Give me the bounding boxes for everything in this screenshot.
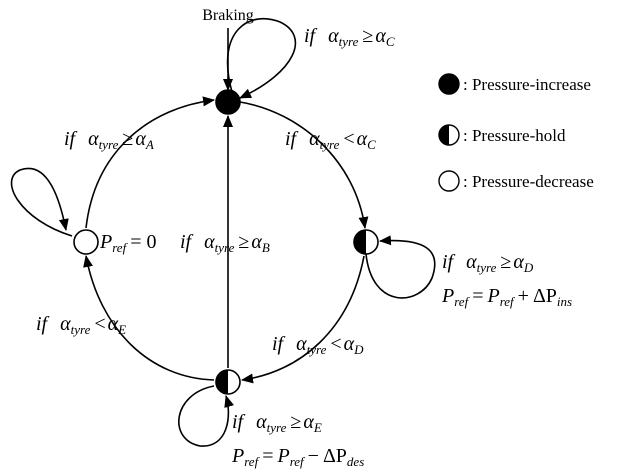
edge-bottom-to-decrease — [83, 255, 215, 381]
legend: : Pressure-increase : Pressure-hold : Pr… — [438, 73, 594, 192]
legend-empty-circle-icon — [438, 170, 460, 192]
node-decrease — [73, 229, 99, 255]
edge-hold-to-bottom — [241, 255, 365, 384]
condition-lt-C: if αtyre<αC — [285, 128, 376, 152]
condition-lt-E: if αtyre<αE — [36, 313, 126, 337]
legend-filled-circle-icon — [438, 73, 460, 95]
condition-ge-B: if αtyre≥αB — [180, 231, 270, 255]
braking-label: Braking — [202, 7, 254, 24]
legend-label-decrease: : Pressure-decrease — [463, 172, 594, 191]
condition-ge-C: if αtyre≥αC — [304, 25, 395, 49]
self-loop-decrease — [10, 167, 73, 237]
hold-increment-equation: Pref=Pref+ΔPins — [441, 285, 572, 309]
decrease-equation: Pref= 0 — [99, 231, 156, 255]
node-hold-right — [353, 229, 379, 255]
legend-item-pressure-increase: : Pressure-increase — [438, 73, 591, 95]
legend-label-increase: : Pressure-increase — [463, 75, 591, 94]
self-loop-increase — [226, 17, 297, 99]
condition-ge-A: if αtyre≥αA — [64, 128, 154, 152]
self-loop-bottom — [178, 385, 234, 447]
node-hold-bottom — [215, 369, 241, 395]
legend-item-pressure-hold: : Pressure-hold — [438, 124, 566, 146]
bottom-decrement-equation: Pref=Pref−ΔPdes — [231, 445, 364, 469]
legend-half-circle-icon — [438, 124, 460, 146]
legend-label-hold: : Pressure-hold — [463, 126, 566, 145]
condition-lt-D: if αtyre<αD — [272, 333, 364, 357]
edge-decrease-to-increase — [85, 96, 215, 229]
edge-increase-to-hold — [239, 101, 369, 229]
condition-ge-D: if αtyre≥αD — [442, 251, 534, 275]
legend-item-pressure-decrease: : Pressure-decrease — [438, 170, 594, 192]
condition-ge-E: if αtyre≥αE — [232, 411, 322, 435]
self-loop-hold — [365, 235, 436, 299]
node-increase — [215, 89, 241, 115]
